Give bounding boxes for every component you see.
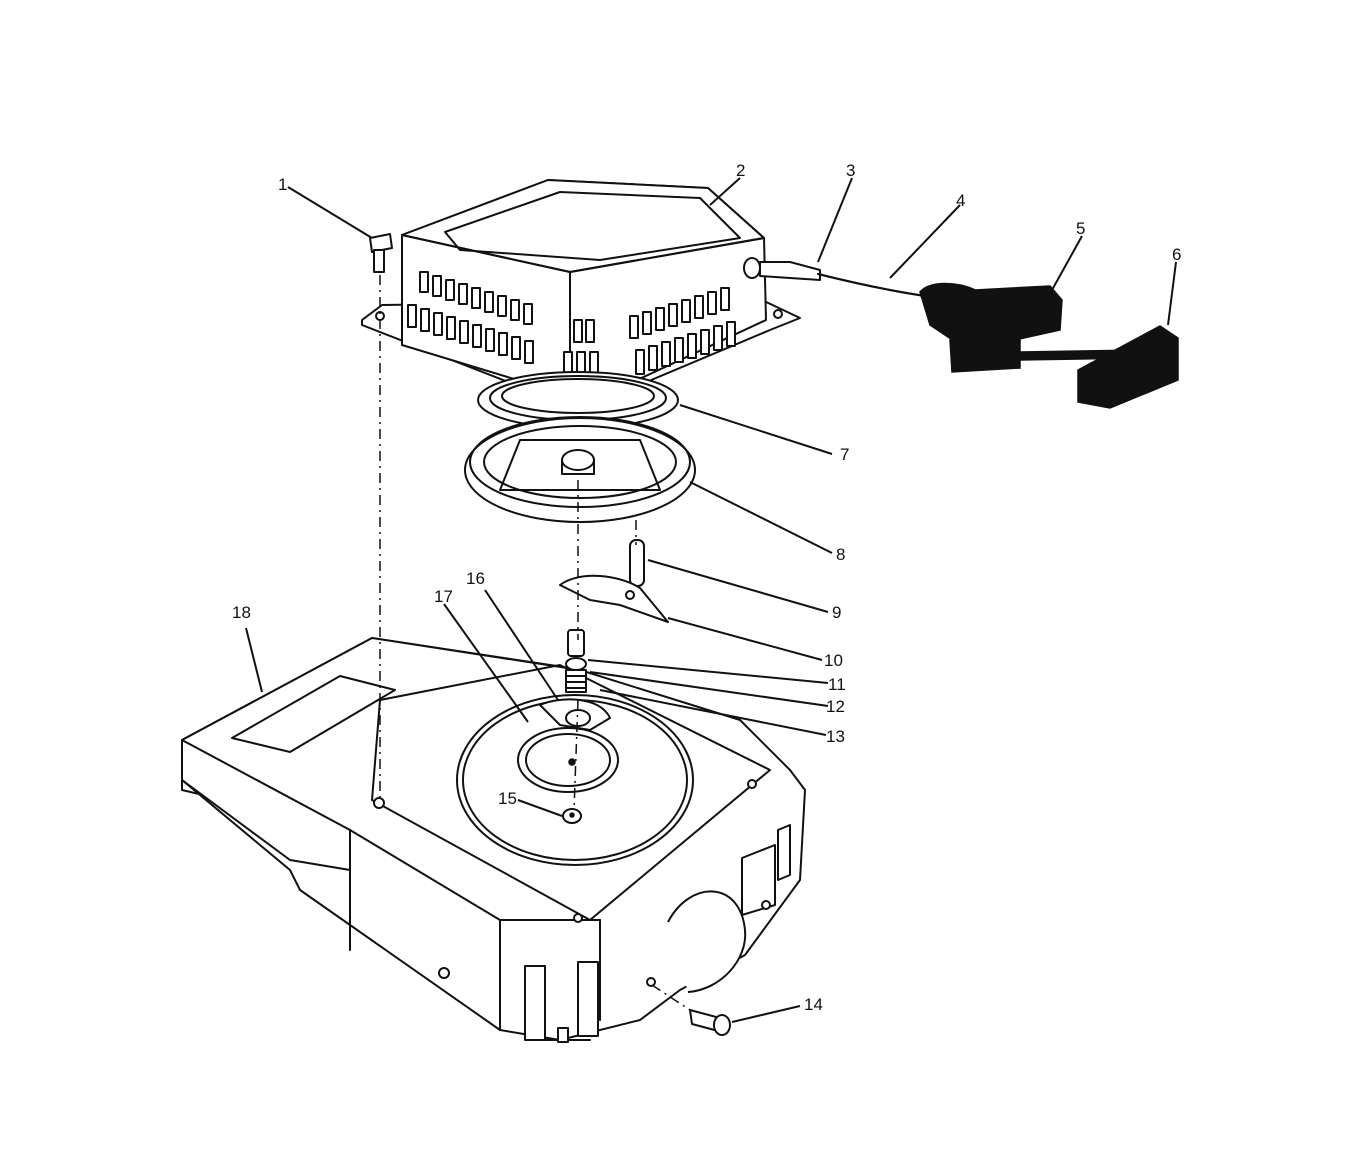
callout-labels: 1 2 3 4 5 6 7 8 9 10 11 12 13 14 15 16 1…	[232, 161, 1181, 1014]
recoil-cover	[361, 179, 801, 411]
callout-14: 14	[804, 995, 823, 1014]
callout-11: 11	[828, 675, 846, 694]
vent-slots-right	[629, 287, 736, 375]
callout-15: 15	[498, 789, 517, 808]
callout-13: 13	[826, 727, 845, 746]
callout-18: 18	[232, 603, 251, 622]
callout-2: 2	[736, 161, 745, 180]
rope-pulley	[464, 416, 696, 523]
callout-4: 4	[956, 191, 965, 210]
callout-16: 16	[466, 569, 485, 588]
callout-8: 8	[836, 545, 845, 564]
rope-and-handle	[759, 261, 1179, 409]
callout-10: 10	[824, 651, 843, 670]
pawl-parts	[369, 233, 731, 1036]
callout-3: 3	[846, 161, 855, 180]
callout-12: 12	[826, 697, 845, 716]
recoil-spring	[477, 371, 679, 429]
callout-1: 1	[278, 175, 287, 194]
leader-lines	[245, 177, 1177, 1023]
assembly-lines	[379, 275, 691, 1011]
callout-9: 9	[832, 603, 841, 622]
callout-5: 5	[1076, 219, 1085, 238]
callout-6: 6	[1172, 245, 1181, 264]
vent-slots-left	[407, 271, 534, 364]
blower-housing	[181, 637, 806, 1043]
callout-17: 17	[434, 587, 453, 606]
callout-7: 7	[840, 445, 849, 464]
